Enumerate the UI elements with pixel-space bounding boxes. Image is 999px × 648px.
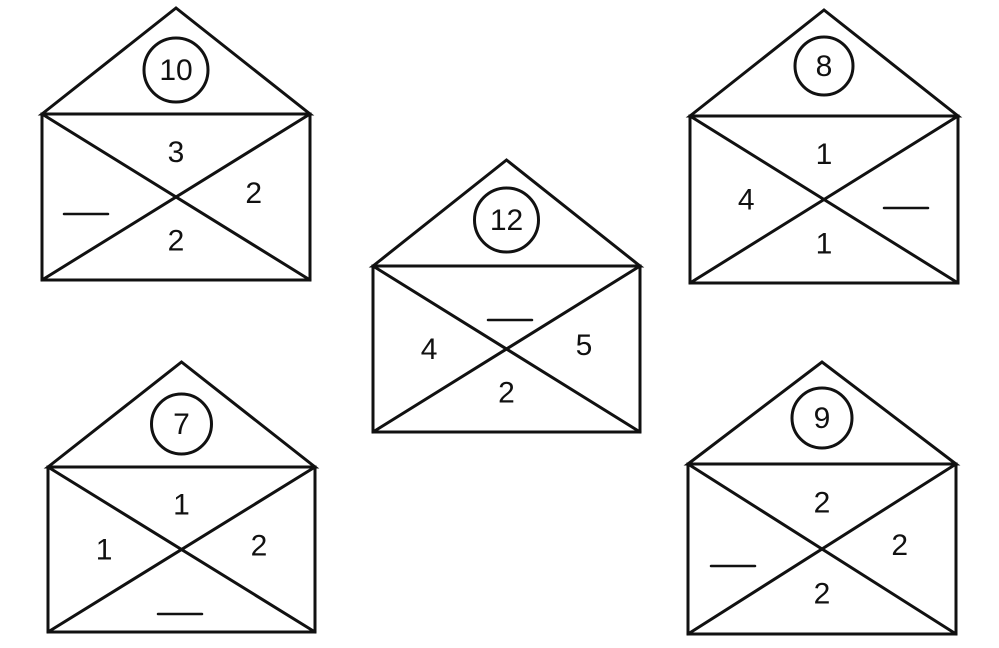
left-number: 4 bbox=[738, 183, 755, 216]
top-number: 1 bbox=[816, 138, 833, 171]
envelope: 12 4 5 2 bbox=[368, 158, 645, 434]
bottom-number: 1 bbox=[816, 227, 833, 260]
total-number: 8 bbox=[816, 50, 833, 83]
envelope-body bbox=[40, 112, 312, 282]
total-number: 10 bbox=[159, 54, 192, 87]
top-number: 3 bbox=[168, 136, 185, 169]
envelope-diagonal bbox=[40, 112, 312, 282]
envelope-body bbox=[688, 114, 960, 285]
envelope: 7 1 1 2 bbox=[43, 360, 320, 634]
total-circle bbox=[793, 35, 855, 97]
total-circle bbox=[150, 392, 213, 456]
left-number: 4 bbox=[421, 333, 438, 366]
total-circle bbox=[142, 36, 210, 104]
top-number: 1 bbox=[173, 489, 190, 522]
top-number: 2 bbox=[814, 487, 831, 520]
left-number: 1 bbox=[96, 533, 113, 566]
envelope: 9 2 2 2 bbox=[683, 360, 961, 636]
right-number: 5 bbox=[576, 329, 593, 362]
envelope: 8 1 4 1 bbox=[685, 8, 963, 285]
envelope-body bbox=[46, 465, 317, 634]
bottom-number: 2 bbox=[498, 377, 515, 410]
envelope-diagonal bbox=[371, 264, 642, 434]
total-number: 9 bbox=[814, 402, 831, 435]
envelope-diagonal bbox=[688, 114, 960, 285]
envelope-body bbox=[371, 264, 642, 434]
total-number: 12 bbox=[490, 204, 523, 237]
envelope-body bbox=[686, 462, 958, 636]
total-number: 7 bbox=[173, 408, 190, 441]
total-circle bbox=[473, 186, 540, 254]
right-number: 2 bbox=[251, 529, 268, 562]
envelope-diagonal bbox=[46, 465, 317, 634]
bottom-number: 2 bbox=[168, 225, 185, 258]
envelope: 10 3 2 2 bbox=[37, 6, 315, 282]
bottom-number: 2 bbox=[814, 578, 831, 611]
right-number: 2 bbox=[891, 529, 908, 562]
total-circle bbox=[790, 386, 854, 450]
envelope-diagonal bbox=[686, 462, 958, 636]
right-number: 2 bbox=[245, 177, 262, 210]
